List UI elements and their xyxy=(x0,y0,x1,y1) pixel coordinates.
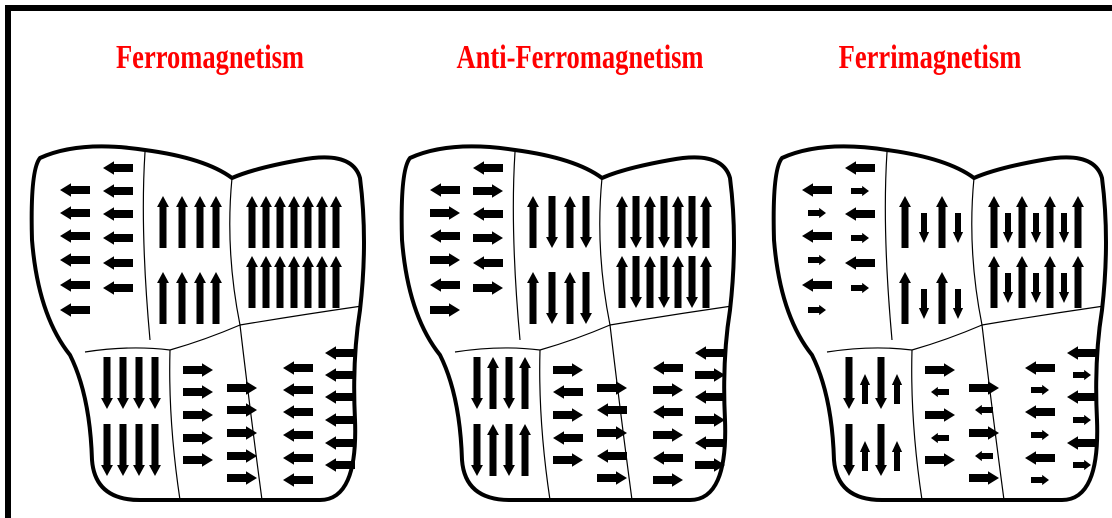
panel-ferromagnetism xyxy=(32,146,364,500)
panel-ferrimagnetism xyxy=(774,146,1106,500)
panel-anti-ferromagnetism xyxy=(402,146,734,500)
